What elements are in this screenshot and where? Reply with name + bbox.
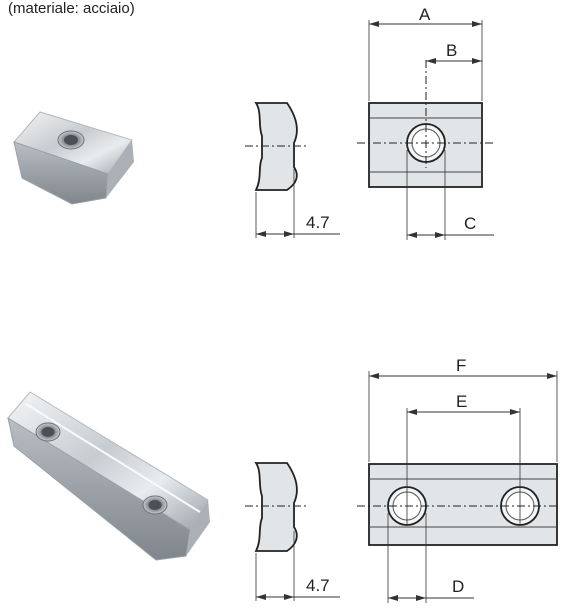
material-caption: (materiale: acciaio) bbox=[8, 0, 135, 17]
dimension-label-e: E bbox=[456, 392, 467, 411]
profile-view-single: 4.7 bbox=[245, 102, 340, 238]
dimension-label-c: C bbox=[464, 214, 476, 233]
profile-dimension-label: 4.7 bbox=[306, 213, 330, 232]
dimension-label-d: D bbox=[452, 577, 464, 596]
slot-nut-single-photo bbox=[13, 111, 134, 205]
dimension-label-a: A bbox=[419, 5, 431, 24]
top-view-single: A B C bbox=[357, 5, 495, 240]
dimension-label-f: F bbox=[456, 356, 466, 375]
slot-nut-double-photo bbox=[7, 391, 210, 561]
dimension-label-b: B bbox=[446, 41, 457, 60]
profile-view-double: 4.7 bbox=[245, 462, 340, 601]
profile-dimension-label: 4.7 bbox=[306, 576, 330, 595]
top-view-double: F E D bbox=[357, 356, 560, 603]
